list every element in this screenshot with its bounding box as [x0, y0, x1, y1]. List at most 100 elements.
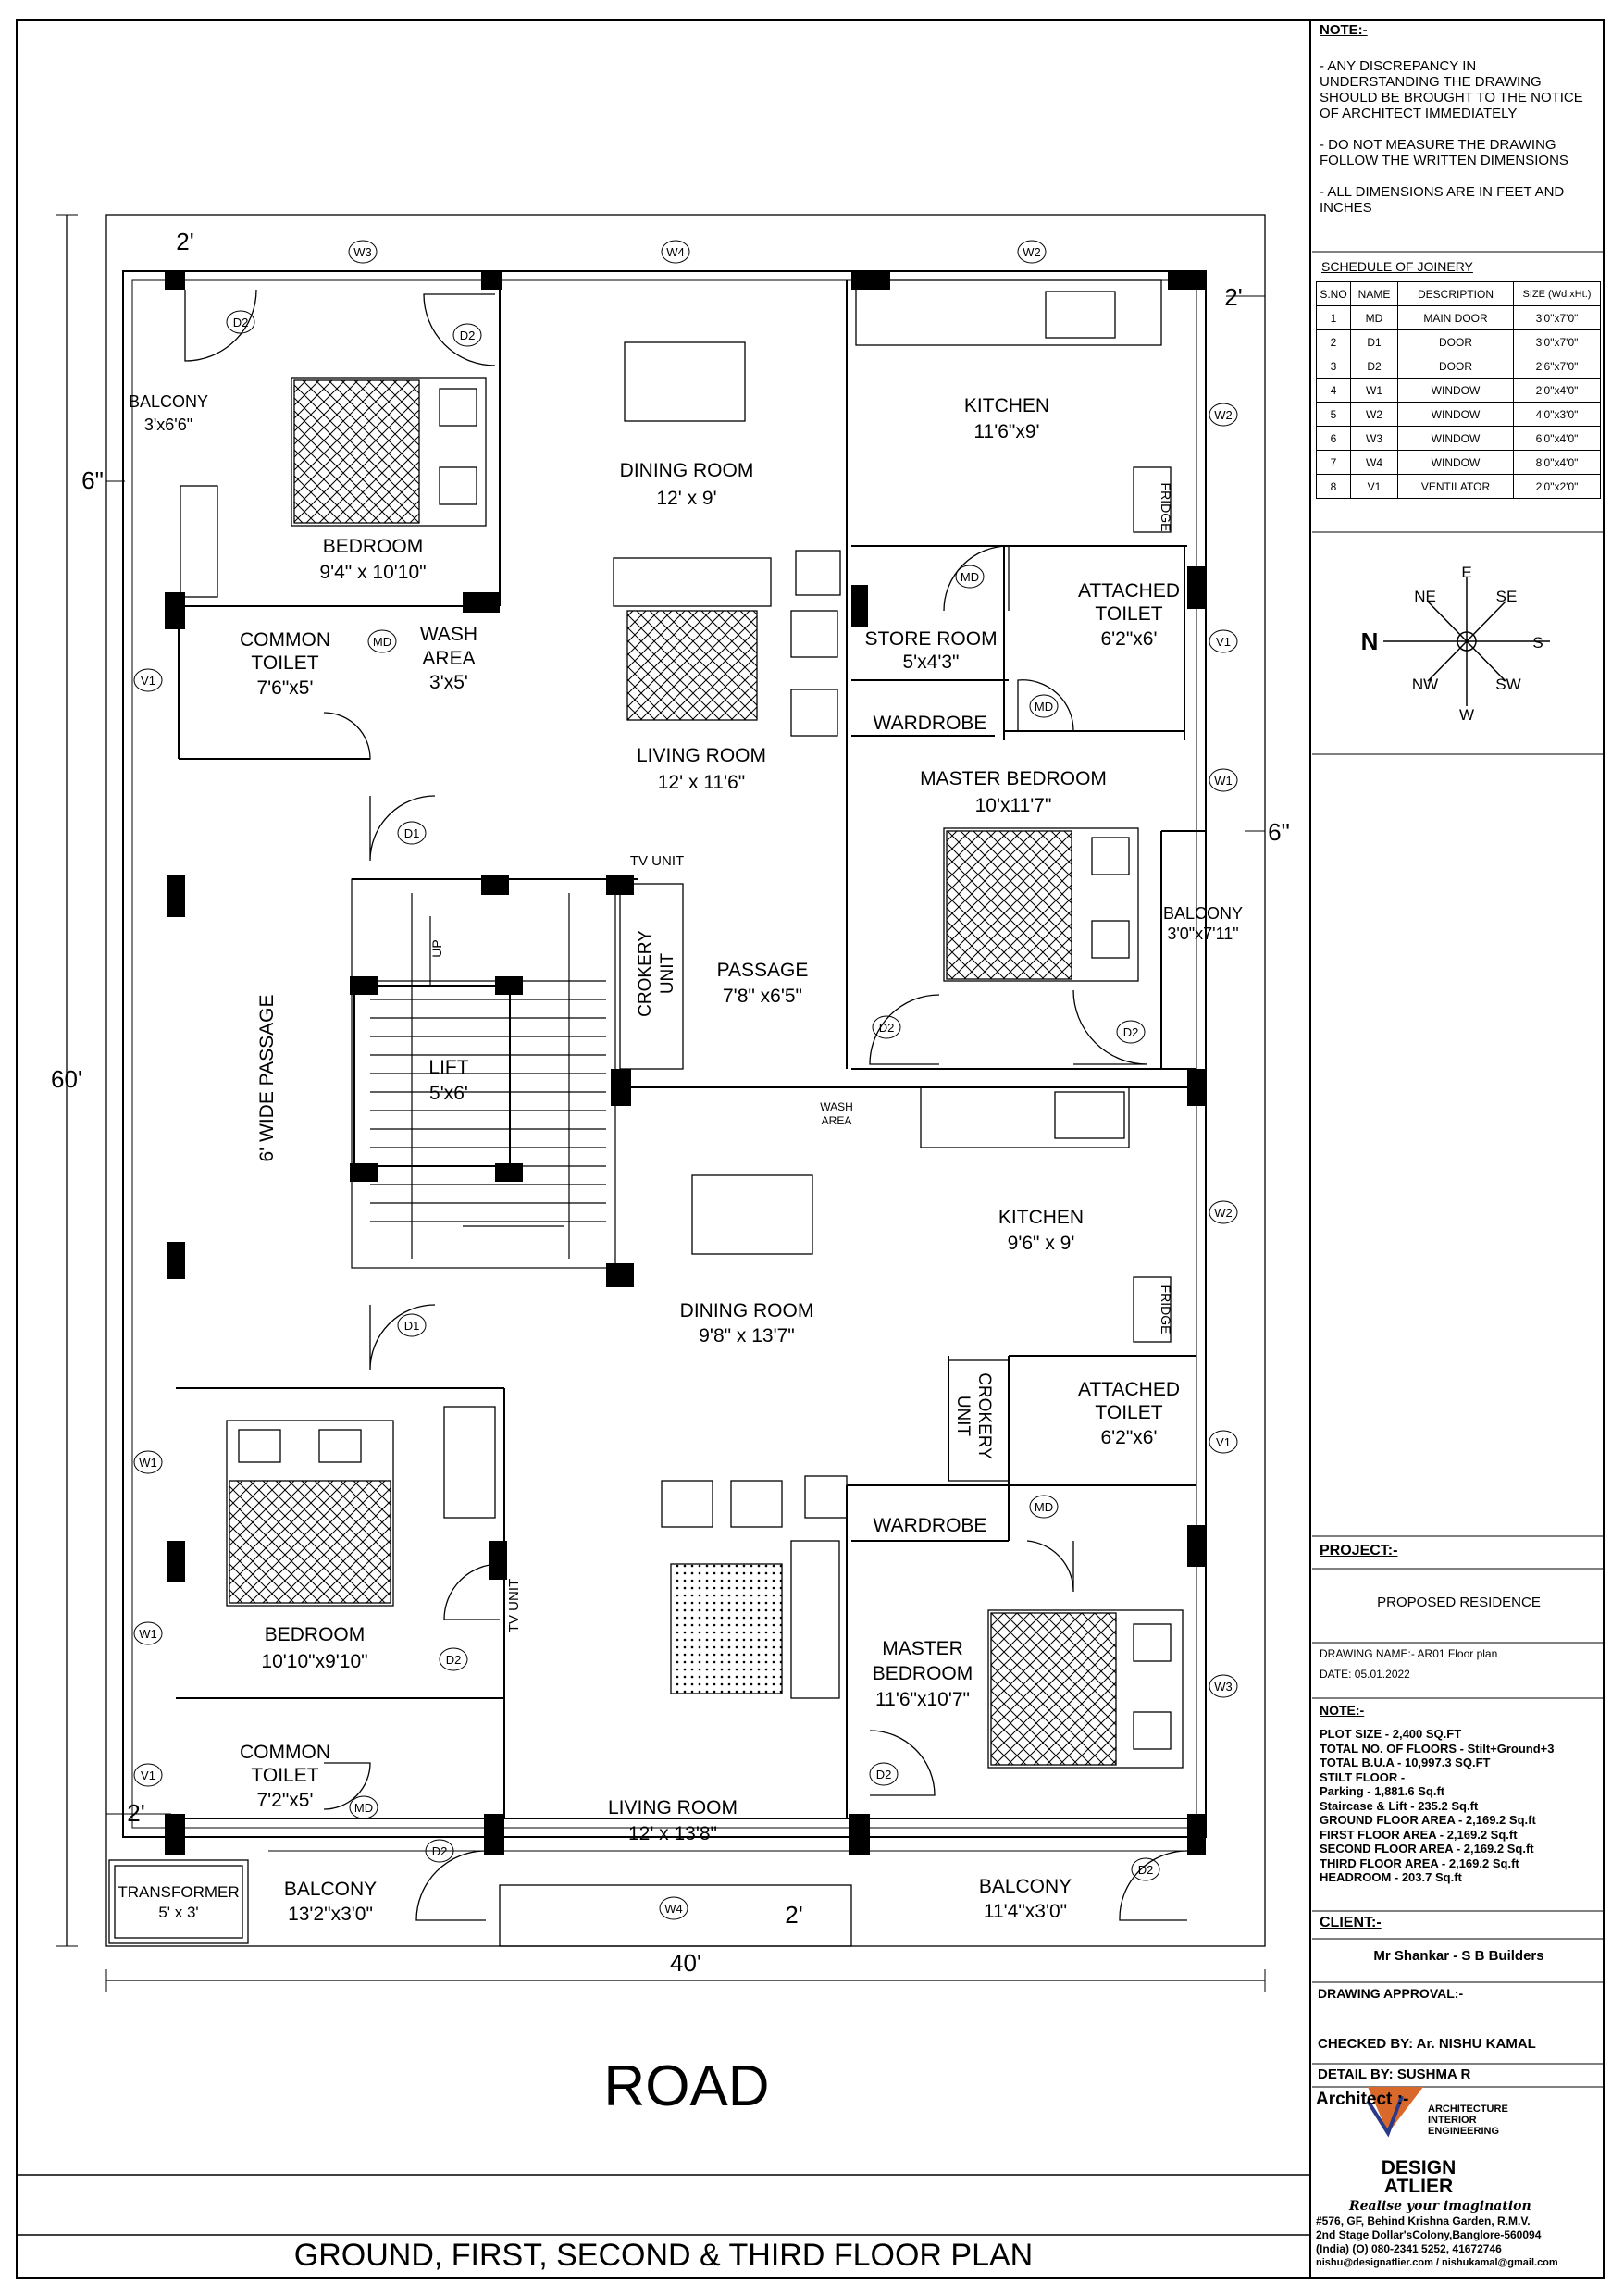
cell: D1 — [1350, 329, 1398, 354]
notes-block: NOTE:- - ANY DISCREPANCY IN UNDERSTANDIN… — [1312, 22, 1605, 231]
room-size-bedroom-2: 10'10"x9'10" — [261, 1651, 367, 1672]
firm-name-line: DESIGN — [1381, 2157, 1457, 2178]
tag-w2-right-2: W2 — [1214, 1206, 1233, 1220]
plot-notes: NOTE:- PLOT SIZE - 2,400 SQ.FT TOTAL NO.… — [1312, 1703, 1605, 1885]
drawing-info: DRAWING NAME:- AR01 Floor plan DATE: 05.… — [1312, 1647, 1605, 1681]
project-name: PROPOSED RESIDENCE — [1377, 1595, 1541, 1610]
plot-note-line: HEADROOM - 203.7 Sq.ft — [1320, 1870, 1462, 1884]
drawing-title: GROUND, FIRST, SECOND & THIRD FLOOR PLAN — [294, 2238, 1033, 2273]
tag-v1-left-1: V1 — [141, 674, 155, 688]
room-size-balcony-2: 3'0"x7'11" — [1167, 925, 1238, 943]
address-line: 2nd Stage Dollar'sColony,Banglore-560094 — [1316, 2228, 1542, 2241]
room-label-master-bedroom-1: MASTER BEDROOM — [920, 768, 1107, 789]
room-label-common-toilet-1b: TOILET — [251, 652, 318, 674]
schedule-header: S.NO — [1316, 281, 1351, 306]
tag-d2-d: MD — [1035, 1500, 1053, 1514]
tag-v1-right-1: V1 — [1216, 635, 1231, 649]
room-label-balcony-2: BALCONY — [1163, 904, 1243, 923]
tag-v1-left-2: V1 — [141, 1769, 155, 1782]
cell: WINDOW — [1397, 378, 1514, 403]
note-line: - DO NOT MEASURE THE DRAWING FOLLOW THE … — [1320, 137, 1568, 168]
detail-by: DETAIL BY: SUSHMA R — [1318, 2066, 1471, 2082]
client-name: Mr Shankar - S B Builders — [1373, 1948, 1544, 1964]
room-label-dining-1: DINING ROOM — [620, 460, 754, 481]
plot-notes-title: NOTE:- — [1320, 1703, 1365, 1718]
tag-d1-d: D2 — [1123, 1025, 1139, 1039]
tag-w1-left-1: W1 — [139, 1456, 157, 1470]
plot-note-line: Parking - 1,881.6 Sq.ft — [1320, 1784, 1445, 1798]
room-size-living-1: 12' x 11'6" — [658, 772, 745, 793]
plot-note-line: THIRD FLOOR AREA - 2,169.2 Sq.ft — [1320, 1855, 1519, 1870]
tag-md-a: D1 — [404, 826, 420, 840]
road-label: ROAD — [603, 2054, 769, 2118]
room-label-wide-passage: 6' WIDE PASSAGE — [256, 994, 278, 1161]
cell: 3'0"x7'0" — [1513, 329, 1601, 354]
room-label-common-toilet-2: COMMON — [240, 1742, 330, 1763]
schedule-title: SCHEDULE OF JOINERY — [1321, 259, 1473, 274]
address-line: #576, GF, Behind Krishna Garden, R.M.V. — [1316, 2215, 1531, 2228]
dim-top-right: 2' — [1224, 283, 1242, 311]
firm-tagline: Realise your imagination — [1349, 2199, 1531, 2214]
cell: 5 — [1316, 402, 1351, 427]
cell: W4 — [1350, 450, 1398, 475]
cell: 8 — [1316, 474, 1351, 499]
room-size-common-toilet-1: 7'6"x5' — [256, 677, 313, 699]
room-size-living-2: 12' x 13'8" — [628, 1823, 717, 1844]
dim-width: 40' — [670, 1949, 701, 1977]
dim-top-left: 2' — [176, 228, 193, 255]
cell: W1 — [1350, 378, 1398, 403]
cell: WINDOW — [1397, 426, 1514, 451]
dim-left-6: 6" — [81, 466, 104, 494]
room-label-attached-toilet-1b: TOILET — [1095, 603, 1162, 625]
compass-e: E — [1461, 564, 1471, 581]
firm-name-line: ATLIER — [1383, 2176, 1454, 2197]
dim-bottom-left: 2' — [127, 1799, 144, 1827]
plot-note-line: GROUND FLOOR AREA - 2,169.2 Sq.ft — [1320, 1813, 1536, 1827]
architect-block: Architect :- ARCHITECTURE INTERIOR ENGIN… — [1312, 2090, 1605, 2268]
client-block: CLIENT:- Mr Shankar - S B Builders — [1312, 1911, 1605, 1964]
plot-note-line: SECOND FLOOR AREA - 2,169.2 Sq.ft — [1320, 1842, 1534, 1855]
cell: MD — [1350, 305, 1398, 330]
approval-block: DRAWING APPROVAL:- — [1312, 1986, 1605, 2001]
schedule-header: NAME — [1350, 281, 1398, 306]
drawing-date: DATE: 05.01.2022 — [1320, 1668, 1410, 1681]
compass-nw: NW — [1412, 676, 1438, 693]
room-label-passage: PASSAGE — [717, 960, 809, 981]
room-label-master-bedroom-2: MASTER — [882, 1638, 963, 1659]
room-size-balcony-1: 3'x6'6" — [144, 416, 192, 434]
tag-d2-b: MD — [961, 570, 979, 584]
room-size-lift: 5'x6' — [429, 1083, 468, 1104]
label-up: UP — [429, 939, 444, 957]
room-label-kitchen-1: KITCHEN — [964, 395, 1049, 416]
note-line: - ANY DISCREPANCY IN UNDERSTANDING THE D… — [1320, 58, 1583, 121]
room-size-kitchen-2: 9'6" x 9' — [1008, 1233, 1075, 1254]
architect-title: Architect :- — [1316, 2090, 1409, 2109]
room-label-wardrobe-1: WARDROBE — [874, 713, 987, 734]
label-fridge-2: FRIDGE — [1159, 1285, 1173, 1334]
room-label-attached-toilet-1: ATTACHED — [1078, 580, 1180, 602]
room-label-common-toilet-1: COMMON — [240, 629, 330, 651]
cell: 2'0"x2'0" — [1513, 474, 1601, 499]
tag-w1-left-2: W1 — [139, 1627, 157, 1641]
project-title: PROJECT:- — [1320, 1543, 1398, 1558]
room-label-transformer: TRANSFORMER — [118, 1883, 239, 1901]
address-line: nishu@designatlier.com / nishukamal@gmai… — [1316, 2257, 1558, 2268]
tag-d1-g: D2 — [876, 1768, 892, 1781]
room-size-dining-1: 12' x 9' — [656, 488, 716, 509]
compass-ne: NE — [1414, 588, 1436, 605]
room-size-balcony-4: 11'4"x3'0" — [984, 1901, 1067, 1922]
cell: W2 — [1350, 402, 1398, 427]
room-size-passage: 7'8" x6'5" — [723, 986, 802, 1007]
room-label-dining-2: DINING ROOM — [680, 1300, 814, 1322]
tag-w4-top: W4 — [666, 245, 685, 259]
cell: 2'0"x4'0" — [1513, 378, 1601, 403]
label-unit-2: UNIT — [953, 1396, 973, 1437]
cell: WINDOW — [1397, 402, 1514, 427]
